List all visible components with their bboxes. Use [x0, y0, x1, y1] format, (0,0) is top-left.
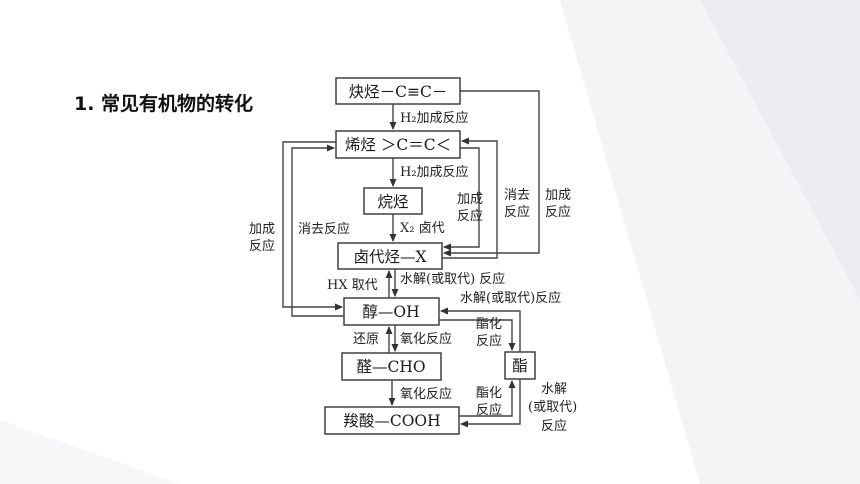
label-esterification-a-1: 酯化	[476, 317, 502, 332]
arrow-alkene-to-alcohol	[282, 141, 343, 311]
arrow-alcohol-to-alkene	[291, 144, 344, 317]
node-alkene: 烯烃 ＞C＝C＜	[335, 130, 461, 159]
label-esterification-b-2: 反应	[476, 402, 502, 418]
label-oxidation-1: 氧化反应	[400, 331, 452, 347]
node-acid: 羧酸—COOH	[324, 406, 460, 435]
svg-text:醇—OH: 醇—OH	[362, 303, 419, 321]
label-elimination-a-2: 反应	[504, 204, 530, 220]
arrow-ester-to-alcohol	[440, 307, 521, 352]
label-addition-left-2: 反应	[249, 238, 275, 254]
arrow-halide-to-alkene	[442, 137, 498, 259]
node-alcohol: 醇—OH	[343, 297, 440, 326]
section-heading: 1. 常见有机物的转化	[74, 93, 254, 115]
label-elimination-left: 消去反应	[298, 221, 350, 237]
label-addition-left-1: 加成	[249, 222, 275, 237]
svg-text:炔烃－C≡C－: 炔烃－C≡C－	[349, 83, 448, 101]
label-addition-a-1: 加成	[457, 192, 483, 207]
label-elimination-a-1: 消去	[504, 188, 530, 203]
label-addition-b-1: 加成	[545, 188, 571, 203]
label-h2-addition-2: H₂加成反应	[400, 164, 469, 180]
node-aldehyde: 醛—CHO	[341, 352, 442, 381]
arrow-ester-to-acid	[460, 379, 521, 428]
label-addition-b-2: 反应	[545, 204, 571, 220]
node-alkyne: 炔烃－C≡C－	[335, 77, 461, 105]
label-x2-halogenation: X₂ 卤代	[400, 220, 445, 236]
svg-text:烷烃: 烷烃	[377, 193, 408, 211]
node-halide: 卤代烃—X	[337, 242, 443, 270]
svg-text:卤代烃—X: 卤代烃—X	[353, 248, 426, 266]
arrow-alcohol-to-ester	[439, 319, 516, 351]
label-hx-substitution: HX 取代	[327, 278, 378, 293]
node-alkane: 烷烃	[363, 187, 423, 215]
label-h2-addition-1: H₂加成反应	[400, 110, 469, 126]
label-hydrolysis-2: 水解(或取代)反应	[460, 290, 561, 306]
arrow-alkyne-to-halide	[443, 90, 540, 257]
label-reduction: 还原	[353, 332, 379, 347]
label-hydrolysis-1: 水解(或取代) 反应	[400, 271, 505, 287]
arrow-acid-to-ester	[459, 380, 516, 417]
label-esterification-a-2: 反应	[476, 333, 502, 349]
label-hydrolysis-3-3: 反应	[541, 418, 567, 434]
label-esterification-b-1: 酯化	[476, 386, 502, 401]
svg-text:酯: 酯	[512, 357, 528, 375]
node-ester: 酯	[504, 351, 536, 380]
arrow-alkene-to-halide	[443, 147, 480, 251]
svg-text:醛—CHO: 醛—CHO	[356, 358, 425, 376]
svg-text:羧酸—COOH: 羧酸—COOH	[343, 412, 440, 430]
label-oxidation-2: 氧化反应	[400, 386, 452, 402]
svg-text:烯烃 ＞C＝C＜: 烯烃 ＞C＝C＜	[345, 136, 451, 154]
label-addition-a-2: 反应	[457, 208, 483, 224]
label-hydrolysis-3-1: 水解	[541, 382, 567, 397]
label-hydrolysis-3-2: (或取代)	[528, 400, 577, 415]
